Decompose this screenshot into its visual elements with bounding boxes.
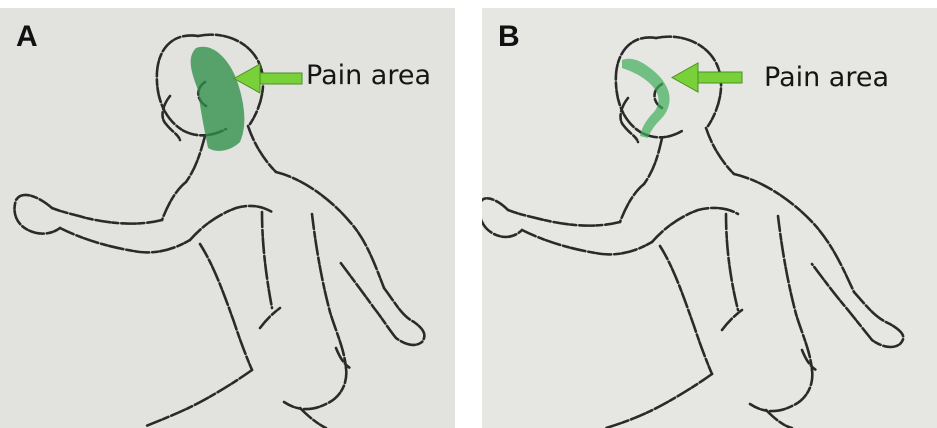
panel-label: A (16, 22, 38, 52)
figure-panel-b: B Pain area (482, 8, 937, 428)
figure-panel-a: A Pain area (0, 8, 455, 428)
pain-area-label: Pain area (764, 64, 889, 91)
pain-area-label: Pain area (306, 62, 431, 89)
panel-label: B (498, 22, 520, 52)
